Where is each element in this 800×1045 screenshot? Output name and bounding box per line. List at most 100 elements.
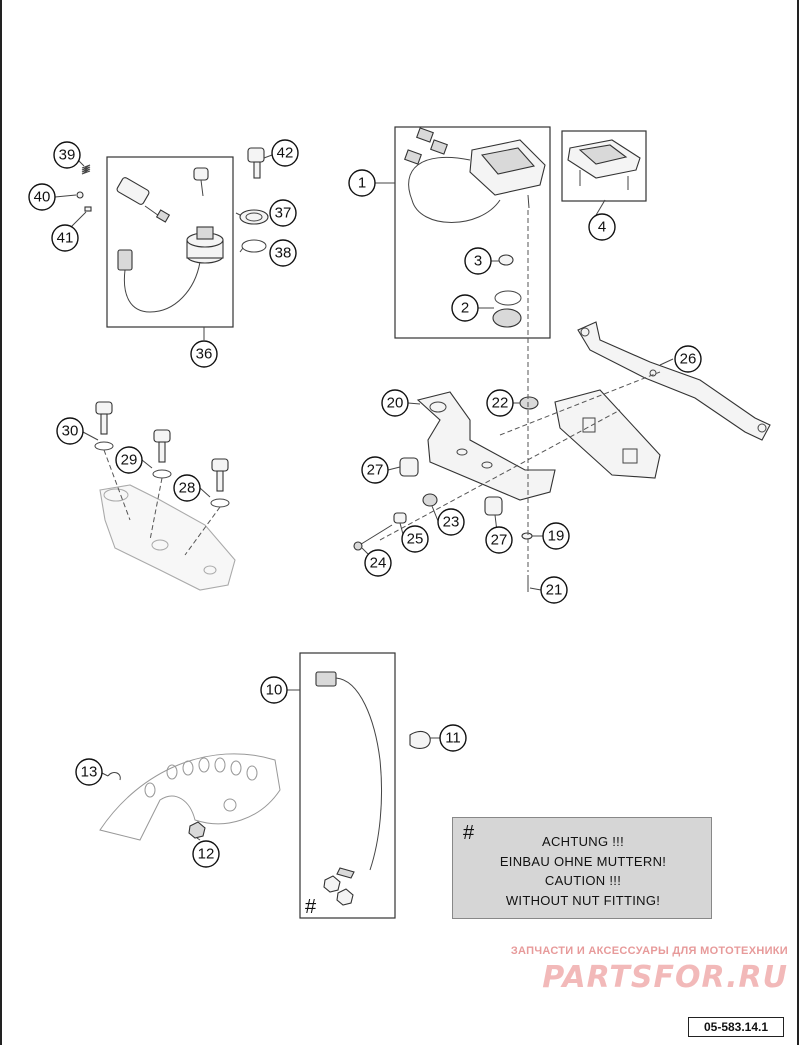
svg-text:24: 24	[370, 555, 387, 572]
hash-mark: #	[305, 896, 317, 918]
callout-24: 24	[364, 549, 392, 577]
speedometer-group-box	[394, 126, 551, 339]
callout-22: 22	[486, 389, 514, 417]
display-unit	[567, 139, 641, 190]
callout-28: 28	[173, 474, 201, 502]
speed-sensor-cable	[315, 671, 383, 879]
svg-text:19: 19	[548, 528, 565, 545]
ball-40	[76, 191, 84, 199]
document-number: 05-583.14.1	[688, 1017, 784, 1037]
speed-sensor-box	[299, 652, 396, 919]
note-line-2: EINBAU OHNE MUTTERN!	[499, 853, 667, 869]
o-ring-38	[241, 239, 267, 253]
callout-37: 37	[269, 199, 297, 227]
svg-text:40: 40	[34, 189, 51, 206]
callout-4: 4	[588, 213, 616, 241]
callout-25: 25	[401, 525, 429, 553]
svg-text:39: 39	[59, 147, 76, 164]
nut-hash	[323, 875, 354, 906]
svg-text:37: 37	[275, 205, 292, 222]
svg-text:41: 41	[57, 230, 74, 247]
callout-3: 3	[464, 247, 492, 275]
pin-29	[152, 429, 172, 479]
svg-text:25: 25	[407, 531, 424, 548]
callout-36: 36	[190, 340, 218, 368]
svg-text:42: 42	[277, 145, 294, 162]
assembly-line-pin30	[103, 449, 131, 521]
ignition-lock-group-box	[106, 156, 234, 328]
callout-12: 12	[192, 840, 220, 868]
pin-41	[84, 206, 92, 212]
assembly-line-bracket	[499, 371, 661, 436]
ignition-switch	[117, 226, 224, 313]
callout-26: 26	[674, 345, 702, 373]
note-line-3: CAUTION !!!	[544, 873, 622, 888]
holder-20	[416, 391, 556, 501]
callout-2: 2	[451, 294, 479, 322]
svg-text:26: 26	[680, 351, 697, 368]
ignition-lock-cylinder	[116, 177, 171, 223]
assembly-line-pin29	[149, 477, 163, 541]
callout-21: 21	[540, 576, 568, 604]
frame-border-left	[0, 0, 2, 1045]
svg-text:21: 21	[546, 582, 563, 599]
cap-3	[498, 254, 514, 266]
mount-rubber-2	[492, 290, 522, 328]
callout-20: 20	[381, 389, 409, 417]
bushing-27a	[399, 457, 419, 477]
callout-38: 38	[269, 239, 297, 267]
callout-19: 19	[542, 522, 570, 550]
callout-1: 1	[348, 169, 376, 197]
warning-note-box: # ACHTUNG !!! EINBAU OHNE MUTTERN! CAUTI…	[452, 817, 712, 919]
svg-text:30: 30	[62, 423, 79, 440]
callout-41: 41	[51, 224, 79, 252]
svg-text:1: 1	[358, 175, 366, 192]
key-42	[247, 147, 265, 179]
washer-19	[521, 532, 533, 540]
svg-text:3: 3	[474, 253, 482, 270]
callout-30: 30	[56, 417, 84, 445]
svg-text:10: 10	[266, 682, 283, 699]
sleeve-25	[393, 512, 407, 524]
speedometer-unit	[404, 127, 546, 223]
note-line-4: WITHOUT NUT FITTING!	[505, 892, 661, 908]
svg-text:13: 13	[81, 764, 98, 781]
callout-27b: 27	[485, 526, 513, 554]
callout-13: 13	[75, 758, 103, 786]
nut-12	[188, 821, 206, 839]
note-line-1: ACHTUNG !!!	[541, 834, 625, 849]
small-key	[193, 167, 209, 197]
svg-text:11: 11	[445, 730, 461, 747]
svg-text:29: 29	[121, 452, 138, 469]
svg-text:36: 36	[196, 346, 213, 363]
screw-24	[353, 524, 393, 551]
callout-40: 40	[28, 183, 56, 211]
spacer-23	[422, 493, 438, 507]
pin-30	[94, 401, 114, 451]
svg-text:27: 27	[367, 462, 384, 479]
circlip-13	[107, 772, 121, 781]
cable-clip-11	[409, 730, 431, 749]
assembly-line-diagonal	[379, 409, 621, 541]
svg-text:2: 2	[461, 300, 469, 317]
frame-border-right	[797, 0, 799, 1045]
grommet-22	[519, 396, 539, 410]
svg-text:4: 4	[598, 219, 606, 236]
svg-text:20: 20	[387, 395, 404, 412]
svg-text:28: 28	[179, 480, 196, 497]
callout-27a: 27	[361, 456, 389, 484]
watermark-tagline: ЗАПЧАСТИ И АКСЕССУАРЫ ДЛЯ МОТОТЕХНИКИ	[510, 945, 788, 957]
pin-28	[210, 458, 230, 508]
callout-11: 11	[439, 724, 467, 752]
plate-20b	[554, 389, 661, 479]
callout-42: 42	[271, 139, 299, 167]
callout-39: 39	[53, 141, 81, 169]
warning-note-text: ACHTUNG !!! EINBAU OHNE MUTTERN! CAUTION…	[453, 832, 713, 910]
brake-disc	[99, 753, 281, 841]
callout-23: 23	[437, 508, 465, 536]
note-hash-mark: #	[463, 822, 475, 844]
svg-text:12: 12	[198, 846, 215, 863]
svg-text:23: 23	[443, 514, 460, 531]
